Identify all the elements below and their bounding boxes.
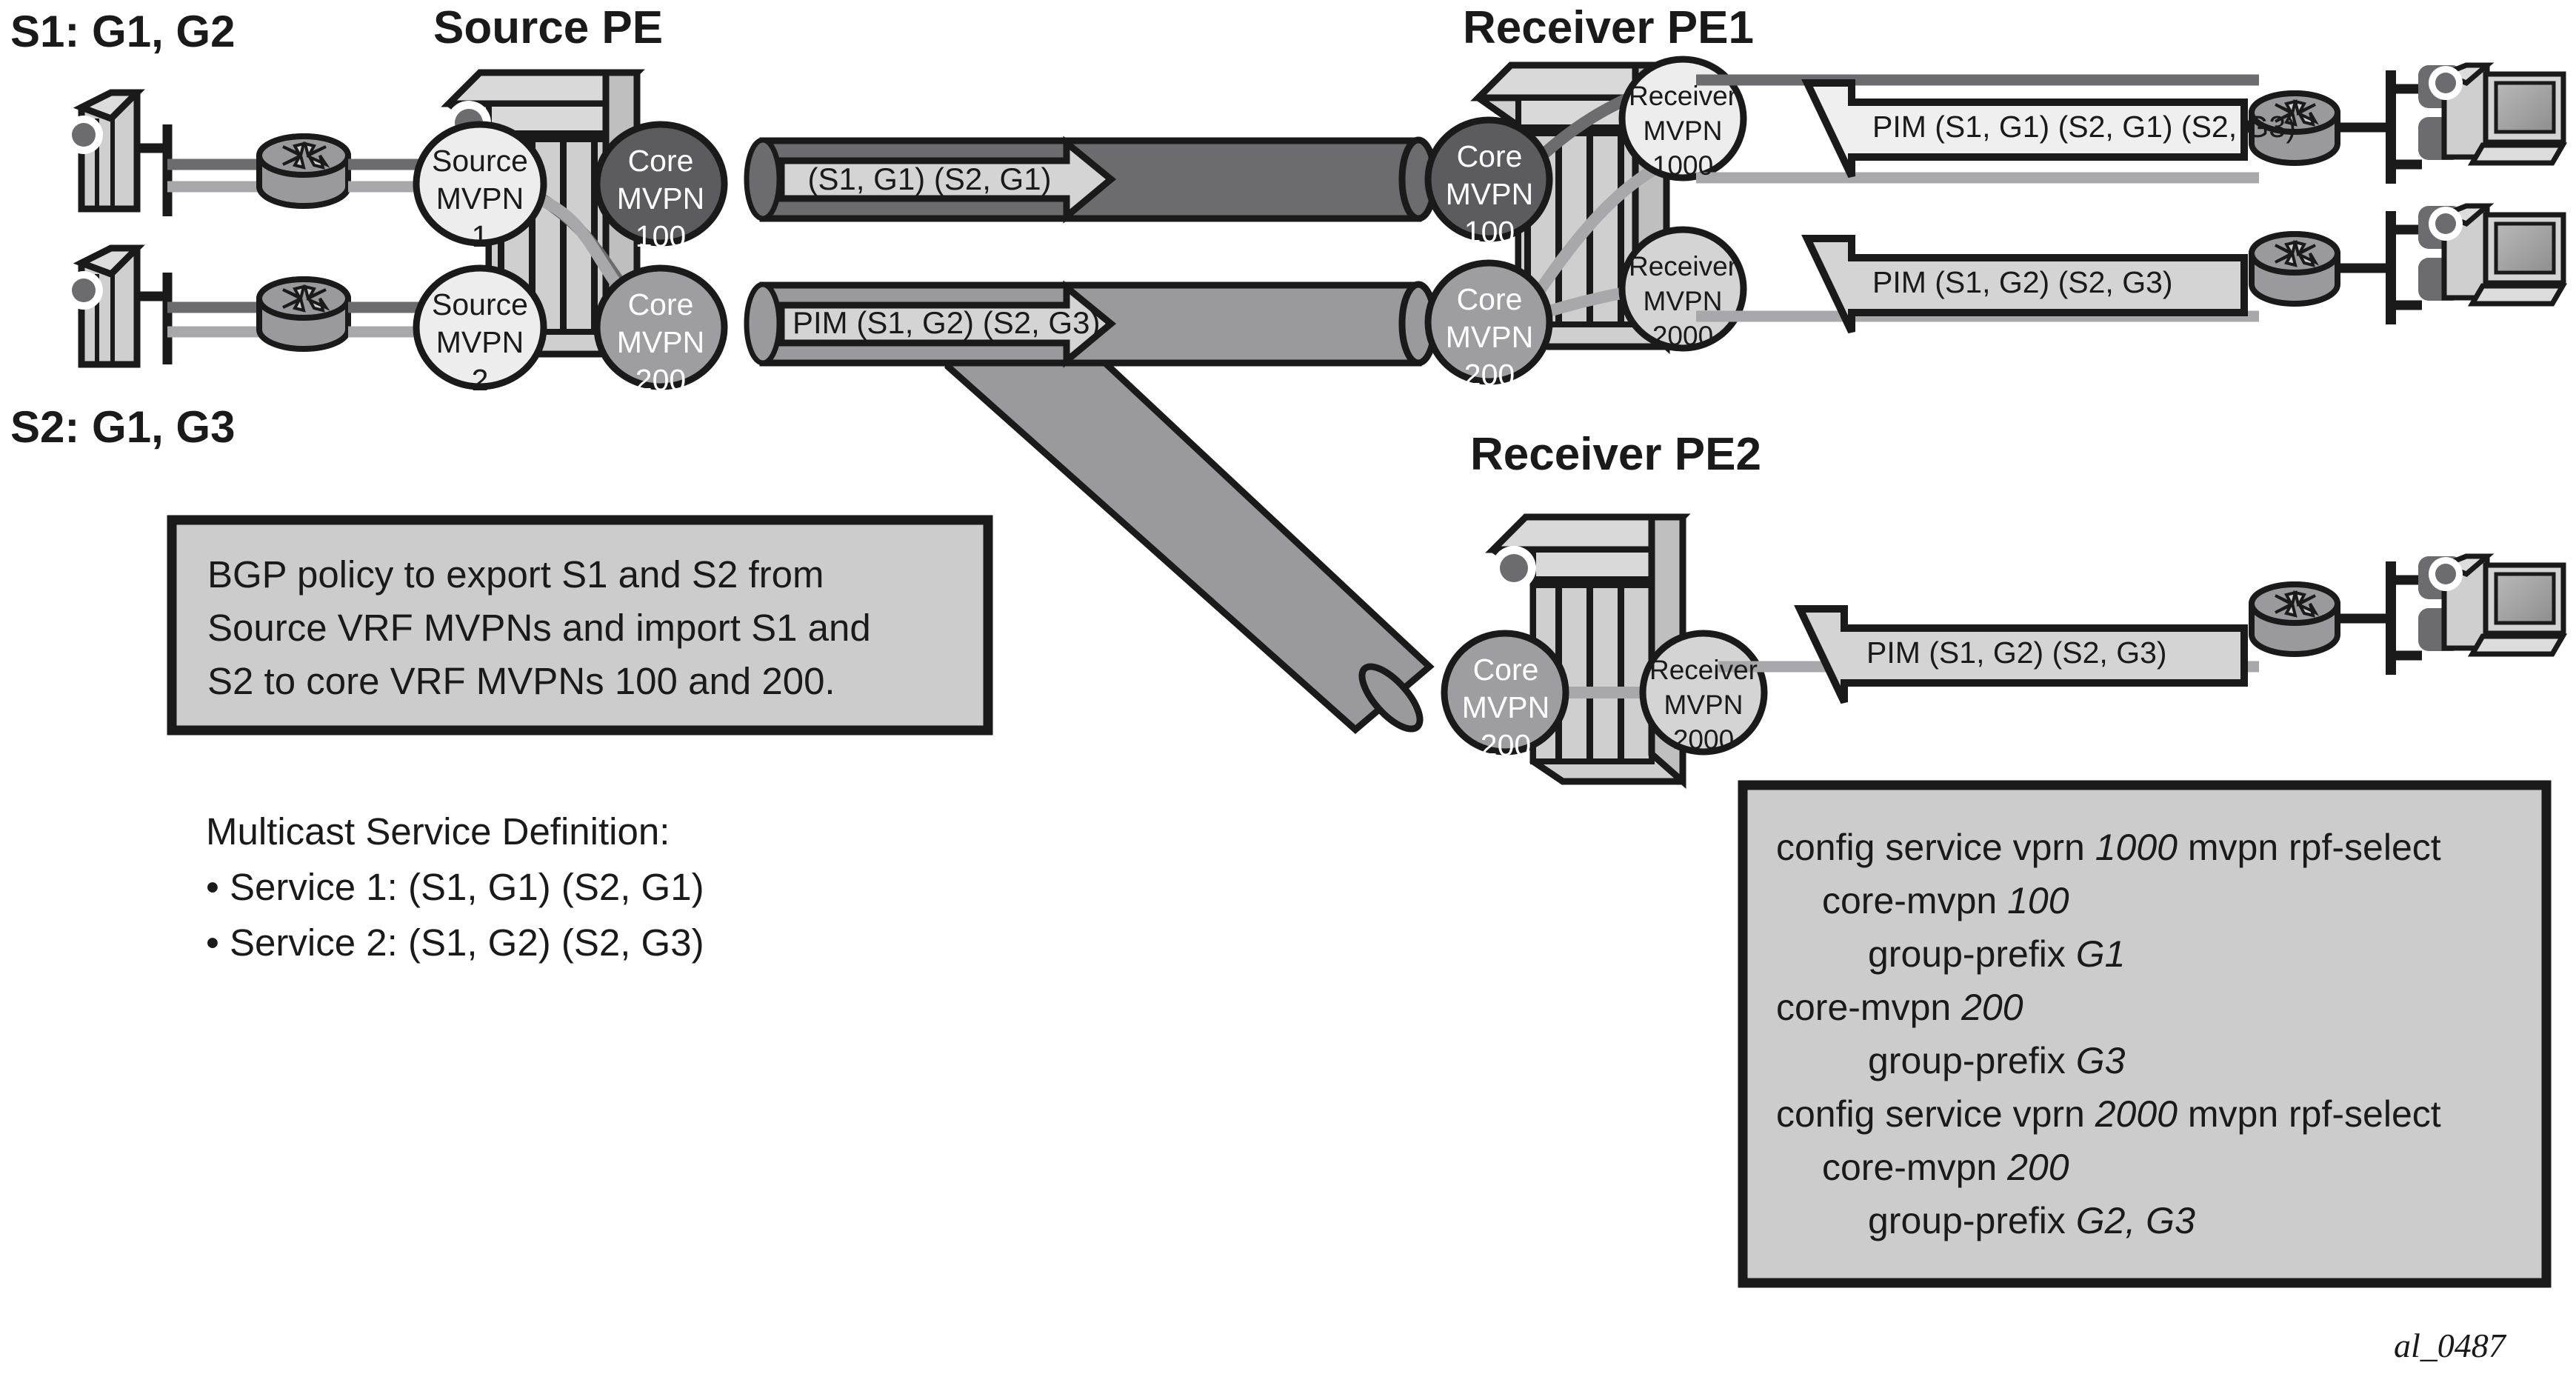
service-definition-block: Multicast Service Definition: • Service … xyxy=(206,804,961,970)
ellipse-core-mvpn-200-source xyxy=(593,264,728,390)
rx2000a-line2: MVPN xyxy=(1643,286,1723,316)
config-line-7: core-mvpn 200 xyxy=(1822,1147,2069,1188)
title-receiver-pe2: Receiver PE2 xyxy=(1470,429,1761,480)
ellipse-receiver-mvpn-1000 xyxy=(1618,56,1747,181)
core200-rx2-line2: MVPN xyxy=(1461,690,1550,724)
arrow-core-200-label-band xyxy=(778,280,1117,368)
label-source-s1: S1: G1, G2 xyxy=(10,7,236,56)
service-definition-item-1: • Service 1: (S1, G1) (S2, G1) xyxy=(206,866,704,908)
rx2000b-line3: 2000 xyxy=(1672,724,1735,755)
pim-label-receiver-1000: PIM (S1, G1) (S2, G1) (S2, G3) xyxy=(1872,110,2296,144)
rx2000b-line2: MVPN xyxy=(1664,690,1744,720)
config-box-text: config service vprn 1000 mvpn rpf-select… xyxy=(1776,821,2532,1247)
config-line-8: group-prefix G2, G3 xyxy=(1868,1200,2195,1241)
tunnel-100-label: (S1, G1) (S2, G1) xyxy=(807,161,1052,196)
core200-rx1-line3: 200 xyxy=(1464,358,1515,392)
router-rx2-icon xyxy=(2249,581,2340,657)
service-definition-item-2: • Service 2: (S1, G2) (S2, G3) xyxy=(206,921,704,964)
source-mvpn-1-line3: 1 xyxy=(471,219,489,253)
rx1000-line2: MVPN xyxy=(1643,116,1723,146)
rx2000a-line1: Receiver xyxy=(1629,251,1737,281)
config-line-5: group-prefix G3 xyxy=(1868,1040,2126,1081)
host-s1-lan-bar xyxy=(137,124,173,216)
core100-rx1-line2: MVPN xyxy=(1445,177,1534,211)
core200-rx1-line2: MVPN xyxy=(1445,320,1534,354)
workstation-rx2-icon xyxy=(2418,553,2568,657)
workstation-rx1-bot-icon xyxy=(2418,203,2568,307)
rx2000a-line3: 2000 xyxy=(1652,321,1714,351)
core100-rx1-line1: Core xyxy=(1456,139,1523,173)
core200-rx2-line1: Core xyxy=(1472,653,1539,687)
router-rx1-top-icon xyxy=(2249,90,2340,166)
ellipse-label-core-mvpn-100-rx1: Core MVPN 100 xyxy=(1427,138,1552,251)
core200-src-line3: 200 xyxy=(635,363,687,397)
ellipse-label-receiver-mvpn-1000: Receiver MVPN 1000 xyxy=(1615,79,1751,183)
ellipse-label-core-mvpn-100-source: Core MVPN 100 xyxy=(597,142,724,256)
core200-src-line2: MVPN xyxy=(616,325,705,359)
source-mvpn-1-line2: MVPN xyxy=(436,181,524,216)
source-mvpn-1-line1: Source xyxy=(432,144,528,178)
service-definition-title: Multicast Service Definition: xyxy=(206,810,670,853)
ellipse-label-source-mvpn-1: Source MVPN 1 xyxy=(416,142,544,256)
ellipse-label-receiver-mvpn-2000-rx1: Receiver MVPN 2000 xyxy=(1615,249,1751,353)
ellipse-core-mvpn-100-rx1 xyxy=(1424,116,1553,242)
core100-src-line3: 100 xyxy=(635,219,687,253)
title-source-pe: Source PE xyxy=(433,2,664,53)
core200-rx2-line3: 200 xyxy=(1480,728,1532,762)
config-line-4: core-mvpn 200 xyxy=(1776,987,2023,1028)
config-box xyxy=(1738,780,2552,1288)
ellipse-label-receiver-mvpn-2000-rx2: Receiver MVPN 2000 xyxy=(1635,653,1772,757)
pim-label-receiver-2000-rx2: PIM (S1, G2) (S2, G3) xyxy=(1866,636,2167,670)
host-s2-lan-bar xyxy=(137,273,173,364)
bgp-policy-line-1: BGP policy to export S1 and S2 from xyxy=(207,553,824,596)
config-line-1: config service vprn 1000 mvpn rpf-select xyxy=(1776,827,2441,868)
pim-label-receiver-2000-rx1: PIM (S1, G2) (S2, G3) xyxy=(1872,265,2173,299)
pim-arrow-receiver-2000-rx2 xyxy=(1794,605,2248,704)
label-source-s2: S2: G1, G3 xyxy=(10,402,236,452)
ellipse-core-mvpn-200-rx1 xyxy=(1424,259,1553,385)
router-s2-icon xyxy=(256,276,351,352)
ellipse-label-core-mvpn-200-source: Core MVPN 200 xyxy=(597,286,724,399)
rx1000-line3: 1000 xyxy=(1652,150,1714,181)
core200-rx1-line1: Core xyxy=(1456,282,1523,316)
ellipse-source-mvpn-1 xyxy=(413,121,547,247)
rx1000-line1: Receiver xyxy=(1629,81,1737,111)
config-line-2: core-mvpn 100 xyxy=(1822,880,2069,921)
source-mvpn-2-line1: Source xyxy=(432,287,528,321)
source-mvpn-2-line3: 2 xyxy=(471,363,489,397)
host-s2-icon xyxy=(64,244,145,368)
ellipse-label-core-mvpn-200-rx1: Core MVPN 200 xyxy=(1427,281,1552,394)
host-s1-icon xyxy=(64,89,145,213)
pim-arrow-receiver-2000-rx1 xyxy=(1801,235,2248,334)
ellipse-core-mvpn-200-rx2 xyxy=(1441,630,1569,756)
arrow-core-100-label-band xyxy=(778,136,1117,224)
core100-src-line1: Core xyxy=(627,144,694,178)
pim-arrow-receiver-1000 xyxy=(1801,79,2248,179)
bgp-policy-line-3: S2 to core VRF MVPNs 100 and 200. xyxy=(207,660,835,702)
core100-src-line2: MVPN xyxy=(616,181,705,216)
ellipse-source-mvpn-2 xyxy=(413,264,547,390)
config-line-3: group-prefix G1 xyxy=(1868,933,2126,975)
workstation-rx1-top-icon xyxy=(2418,62,2568,166)
bgp-policy-line-2: Source VRF MVPNs and import S1 and xyxy=(207,607,871,649)
ellipse-label-source-mvpn-2: Source MVPN 2 xyxy=(416,286,544,399)
config-line-6: config service vprn 2000 mvpn rpf-select xyxy=(1776,1093,2441,1135)
tunnel-200-label: PIM (S1, G2) (S2, G3) xyxy=(793,305,1101,340)
bgp-policy-text: BGP policy to export S1 and S2 from Sour… xyxy=(207,548,963,708)
title-receiver-pe1: Receiver PE1 xyxy=(1463,2,1754,53)
router-rx1-bot-icon xyxy=(2249,231,2340,307)
ellipse-core-mvpn-100-source xyxy=(593,121,728,247)
figure-id-label: al_0487 xyxy=(2394,1327,2506,1364)
source-mvpn-2-line2: MVPN xyxy=(436,325,524,359)
rx2000b-line1: Receiver xyxy=(1649,655,1758,685)
ellipse-label-core-mvpn-200-rx2: Core MVPN 200 xyxy=(1443,651,1569,764)
bgp-policy-box xyxy=(167,515,993,736)
core200-src-line1: Core xyxy=(627,287,694,321)
router-s1-icon xyxy=(256,133,351,209)
core100-rx1-line3: 100 xyxy=(1464,215,1515,249)
